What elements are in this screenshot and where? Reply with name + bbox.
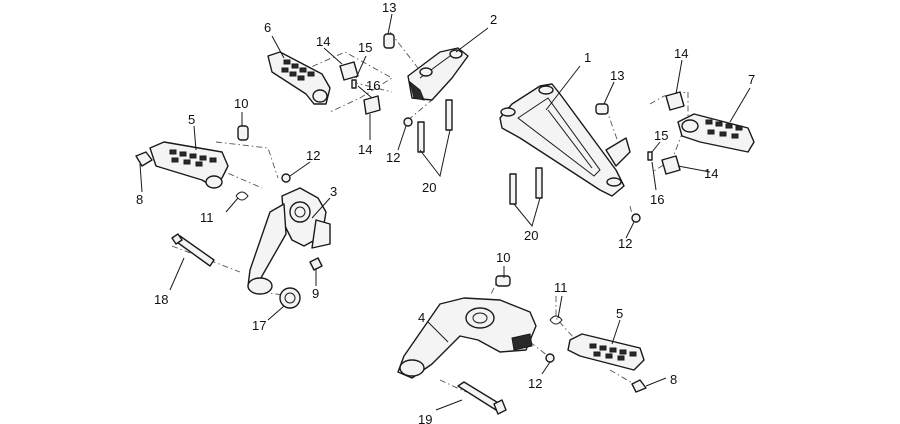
callout-15-b: 15	[654, 128, 668, 143]
callout-7: 7	[748, 72, 755, 87]
callout-5-a: 5	[188, 112, 195, 127]
part-5-footpeg-bottom	[567, 333, 645, 371]
part-15-16-detents	[351, 79, 653, 161]
callout-20-b: 20	[524, 228, 538, 243]
callout-16-b: 16	[650, 192, 664, 207]
callout-19: 19	[418, 412, 432, 424]
callout-13-b: 13	[610, 68, 624, 83]
callout-10-b: 10	[496, 250, 510, 265]
callout-13-a: 13	[382, 0, 396, 15]
part-5-footpeg-left	[149, 141, 229, 189]
part-3-hanger	[247, 187, 331, 295]
part-11-springs	[235, 191, 563, 325]
callout-2: 2	[490, 12, 497, 27]
callout-14-a: 14	[316, 34, 330, 49]
callout-1: 1	[584, 50, 591, 65]
callout-16-a: 16	[366, 78, 380, 93]
part-9-screw	[309, 257, 323, 271]
callout-14-b: 14	[358, 142, 372, 157]
callout-12-b: 12	[386, 150, 400, 165]
callout-17: 17	[252, 318, 266, 333]
part-12-nuts	[281, 117, 641, 363]
part-18-bolt	[171, 233, 215, 267]
callout-11-b: 11	[554, 280, 568, 295]
callout-4: 4	[418, 310, 425, 325]
leader-lines	[139, 13, 751, 411]
part-10-pins	[237, 125, 511, 287]
part-1-bracket	[499, 83, 631, 197]
callout-14-c: 14	[674, 46, 688, 61]
callout-5-b: 5	[616, 306, 623, 321]
callout-3: 3	[330, 184, 337, 199]
callout-12-a: 12	[306, 148, 320, 163]
part-17-bushing	[279, 287, 301, 309]
callout-8-b: 8	[670, 372, 677, 387]
callout-14-d: 14	[704, 166, 718, 181]
part-19-bolt	[457, 381, 507, 415]
callout-6: 6	[264, 20, 271, 35]
part-8-screws	[135, 151, 647, 393]
callout-9: 9	[312, 286, 319, 301]
part-13-pins-top	[383, 33, 609, 115]
callout-12-d: 12	[528, 376, 542, 391]
part-4-hanger	[397, 297, 537, 379]
callout-8-a: 8	[136, 192, 143, 207]
part-7-passenger-peg-right	[677, 113, 755, 153]
part-2-upper-bracket	[407, 47, 469, 101]
callout-10-a: 10	[234, 96, 248, 111]
callout-12-c: 12	[618, 236, 632, 251]
callout-labels: 1 2 3 4 5 5 6 7 8 8 9 10 10 11 11 12 12 …	[136, 0, 755, 424]
callout-18: 18	[154, 292, 168, 307]
callout-11-a: 11	[200, 210, 214, 225]
part-6-passenger-peg-left	[267, 51, 331, 105]
part-14-plates	[339, 61, 685, 175]
callout-20-a: 20	[422, 180, 436, 195]
callout-15-a: 15	[358, 40, 372, 55]
